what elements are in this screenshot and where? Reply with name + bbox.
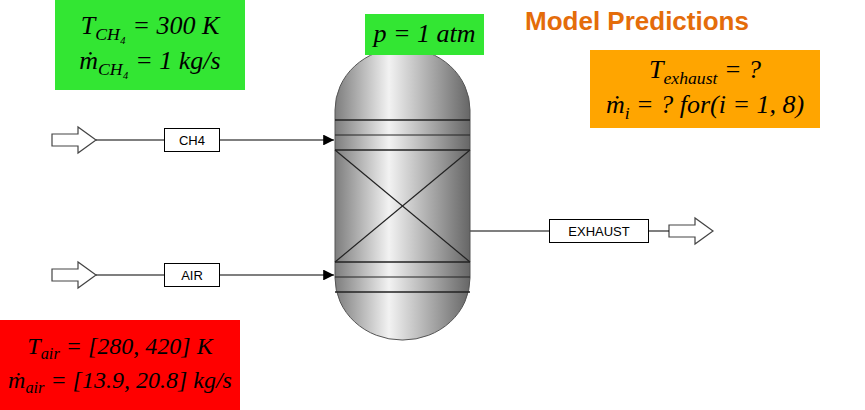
math-symbol: ṁ [606,90,625,119]
math-symbol: ṁ [8,367,25,393]
outlet-arrow [669,218,713,244]
stream-name: AIR [181,268,203,283]
condition-text: Texhaust = ? [649,54,761,89]
condition-text: p = 1 atm [373,18,475,51]
inlet-arrow [52,127,96,153]
math-subscript: air [41,345,60,364]
math-symbol: p [373,19,386,48]
math-subscript: CH₄ [95,24,126,44]
condition-text: ṁair = [13.9, 20.8] kg/s [8,365,232,399]
prediction-box: Texhaust = ?ṁi = ? for(i = 1, 8) [590,50,820,128]
math-symbol: T [27,333,40,359]
stream-box: AIR [164,263,220,287]
condition-text: ṁCH₄ = 1 kg/s [79,45,220,80]
math-subscript: exhaust [663,68,717,88]
math-subscript: air [25,378,44,397]
math-symbol: T [81,11,95,40]
condition-text: ṁi = ? for(i = 1, 8) [606,89,804,124]
math-value: = 300 K [126,11,219,40]
math-value: = 1 kg/s [129,46,221,75]
math-symbol: ṁ [79,46,98,75]
stream-box: EXHAUST [549,219,649,243]
input-range-box: Tair = [280, 420] Kṁair = [13.9, 20.8] k… [0,320,240,410]
math-subscript: i [625,103,630,123]
pressure-box: p = 1 atm [365,14,484,55]
math-symbol: T [649,55,663,84]
stream-name: CH4 [179,133,205,148]
stream-name: EXHAUST [568,224,629,239]
math-subscript: CH₄ [98,59,129,79]
section-heading: Model Predictions [525,6,749,37]
math-value: = ? [717,55,761,84]
reactor-vessel [335,48,470,340]
stream-box: CH4 [164,128,220,152]
math-value: = 1 atm [386,19,475,48]
math-value: = [280, 420] K [60,333,213,359]
condition-text: TCH₄ = 300 K [81,10,220,45]
inlet-arrow [52,262,96,288]
math-value: = [13.9, 20.8] kg/s [44,367,232,393]
condition-text: Tair = [280, 420] K [27,331,212,365]
input-condition-box: TCH₄ = 300 KṁCH₄ = 1 kg/s [55,0,245,90]
math-value: = ? for(i = 1, 8) [630,90,804,119]
